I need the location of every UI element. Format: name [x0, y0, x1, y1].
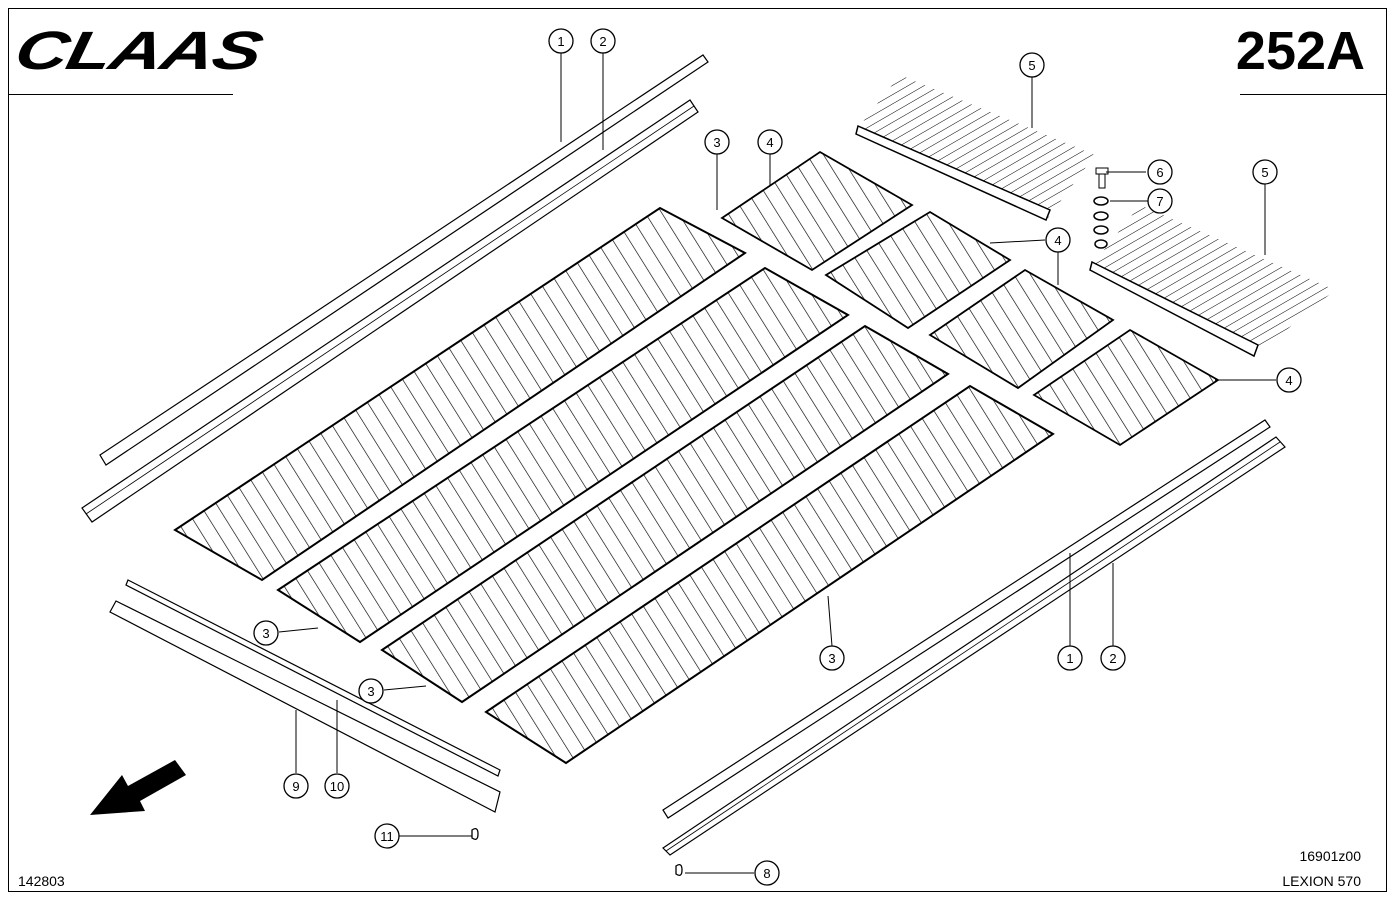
washer-stack-7 — [1093, 196, 1109, 249]
finger-comb-2 — [1089, 205, 1335, 358]
svg-text:10: 10 — [330, 779, 344, 794]
side-rail-left-2 — [81, 99, 699, 523]
callout-4-mid-a: 4 — [1045, 227, 1071, 253]
left-reference-number: 142803 — [18, 873, 65, 889]
svg-text:3: 3 — [713, 135, 720, 150]
svg-text:5: 5 — [1028, 58, 1035, 73]
callout-2-bottom: 2 — [1100, 645, 1126, 671]
callout-6: 6 — [1147, 159, 1173, 185]
svg-text:2: 2 — [599, 34, 606, 49]
callout-4-top: 4 — [757, 129, 783, 155]
svg-text:3: 3 — [367, 684, 374, 699]
callout-7: 7 — [1147, 188, 1173, 214]
svg-text:5: 5 — [1261, 165, 1268, 180]
callout-3-bottom: 3 — [819, 645, 845, 671]
svg-text:4: 4 — [1054, 233, 1061, 248]
callout-11: 11 — [374, 823, 400, 849]
callout-4-right: 4 — [1276, 367, 1302, 393]
callout-9: 9 — [283, 773, 309, 799]
svg-text:9: 9 — [292, 779, 299, 794]
header-rule-right — [1240, 94, 1387, 95]
clip-11 — [471, 828, 479, 840]
callout-3-left-b: 3 — [358, 678, 384, 704]
leader-lines — [278, 53, 1276, 874]
callout-1-top: 1 — [548, 28, 574, 54]
model-name: LEXION 570 — [1282, 873, 1361, 889]
long-sieve-panel-1 — [173, 206, 747, 582]
short-sieve-panel-2 — [824, 210, 1012, 330]
svg-text:4: 4 — [1285, 373, 1292, 388]
long-sieve-panel-3 — [380, 324, 950, 704]
svg-text:4: 4 — [766, 135, 773, 150]
callout-3-top: 3 — [704, 129, 730, 155]
short-sieve-panel-1 — [720, 150, 914, 272]
callout-1-bottom: 1 — [1057, 645, 1083, 671]
bolt-6 — [1095, 167, 1109, 189]
long-sieve-panel-4 — [484, 384, 1055, 765]
side-rail-right-1 — [662, 419, 1271, 819]
side-rail-right-2 — [662, 436, 1286, 856]
clip-8 — [675, 864, 683, 876]
callout-3-left-a: 3 — [253, 620, 279, 646]
svg-text:11: 11 — [380, 829, 394, 844]
header-rule-left — [8, 94, 233, 95]
front-rail-10 — [125, 579, 501, 777]
long-sieve-panel-2 — [276, 266, 850, 644]
side-rail-left-1 — [99, 54, 709, 466]
drawing-reference: 16901z00 — [1299, 848, 1361, 864]
callout-8: 8 — [754, 860, 780, 886]
svg-text:3: 3 — [262, 626, 269, 641]
svg-text:2: 2 — [1109, 651, 1116, 666]
svg-text:8: 8 — [763, 866, 770, 881]
direction-arrow-icon — [90, 760, 186, 815]
svg-text:7: 7 — [1156, 194, 1163, 209]
svg-text:3: 3 — [828, 651, 835, 666]
callout-10: 10 — [324, 773, 350, 799]
callout-5-right: 5 — [1252, 159, 1278, 185]
callout-2-top: 2 — [590, 28, 616, 54]
callout-5-top: 5 — [1019, 52, 1045, 78]
svg-text:1: 1 — [1066, 651, 1073, 666]
front-rail-9 — [109, 600, 501, 813]
short-sieve-panel-3 — [928, 268, 1115, 390]
finger-comb-1 — [855, 75, 1095, 222]
drawing-frame — [8, 8, 1387, 892]
svg-text:1: 1 — [557, 34, 564, 49]
svg-text:6: 6 — [1156, 165, 1163, 180]
page-number: 252A — [1235, 21, 1365, 81]
